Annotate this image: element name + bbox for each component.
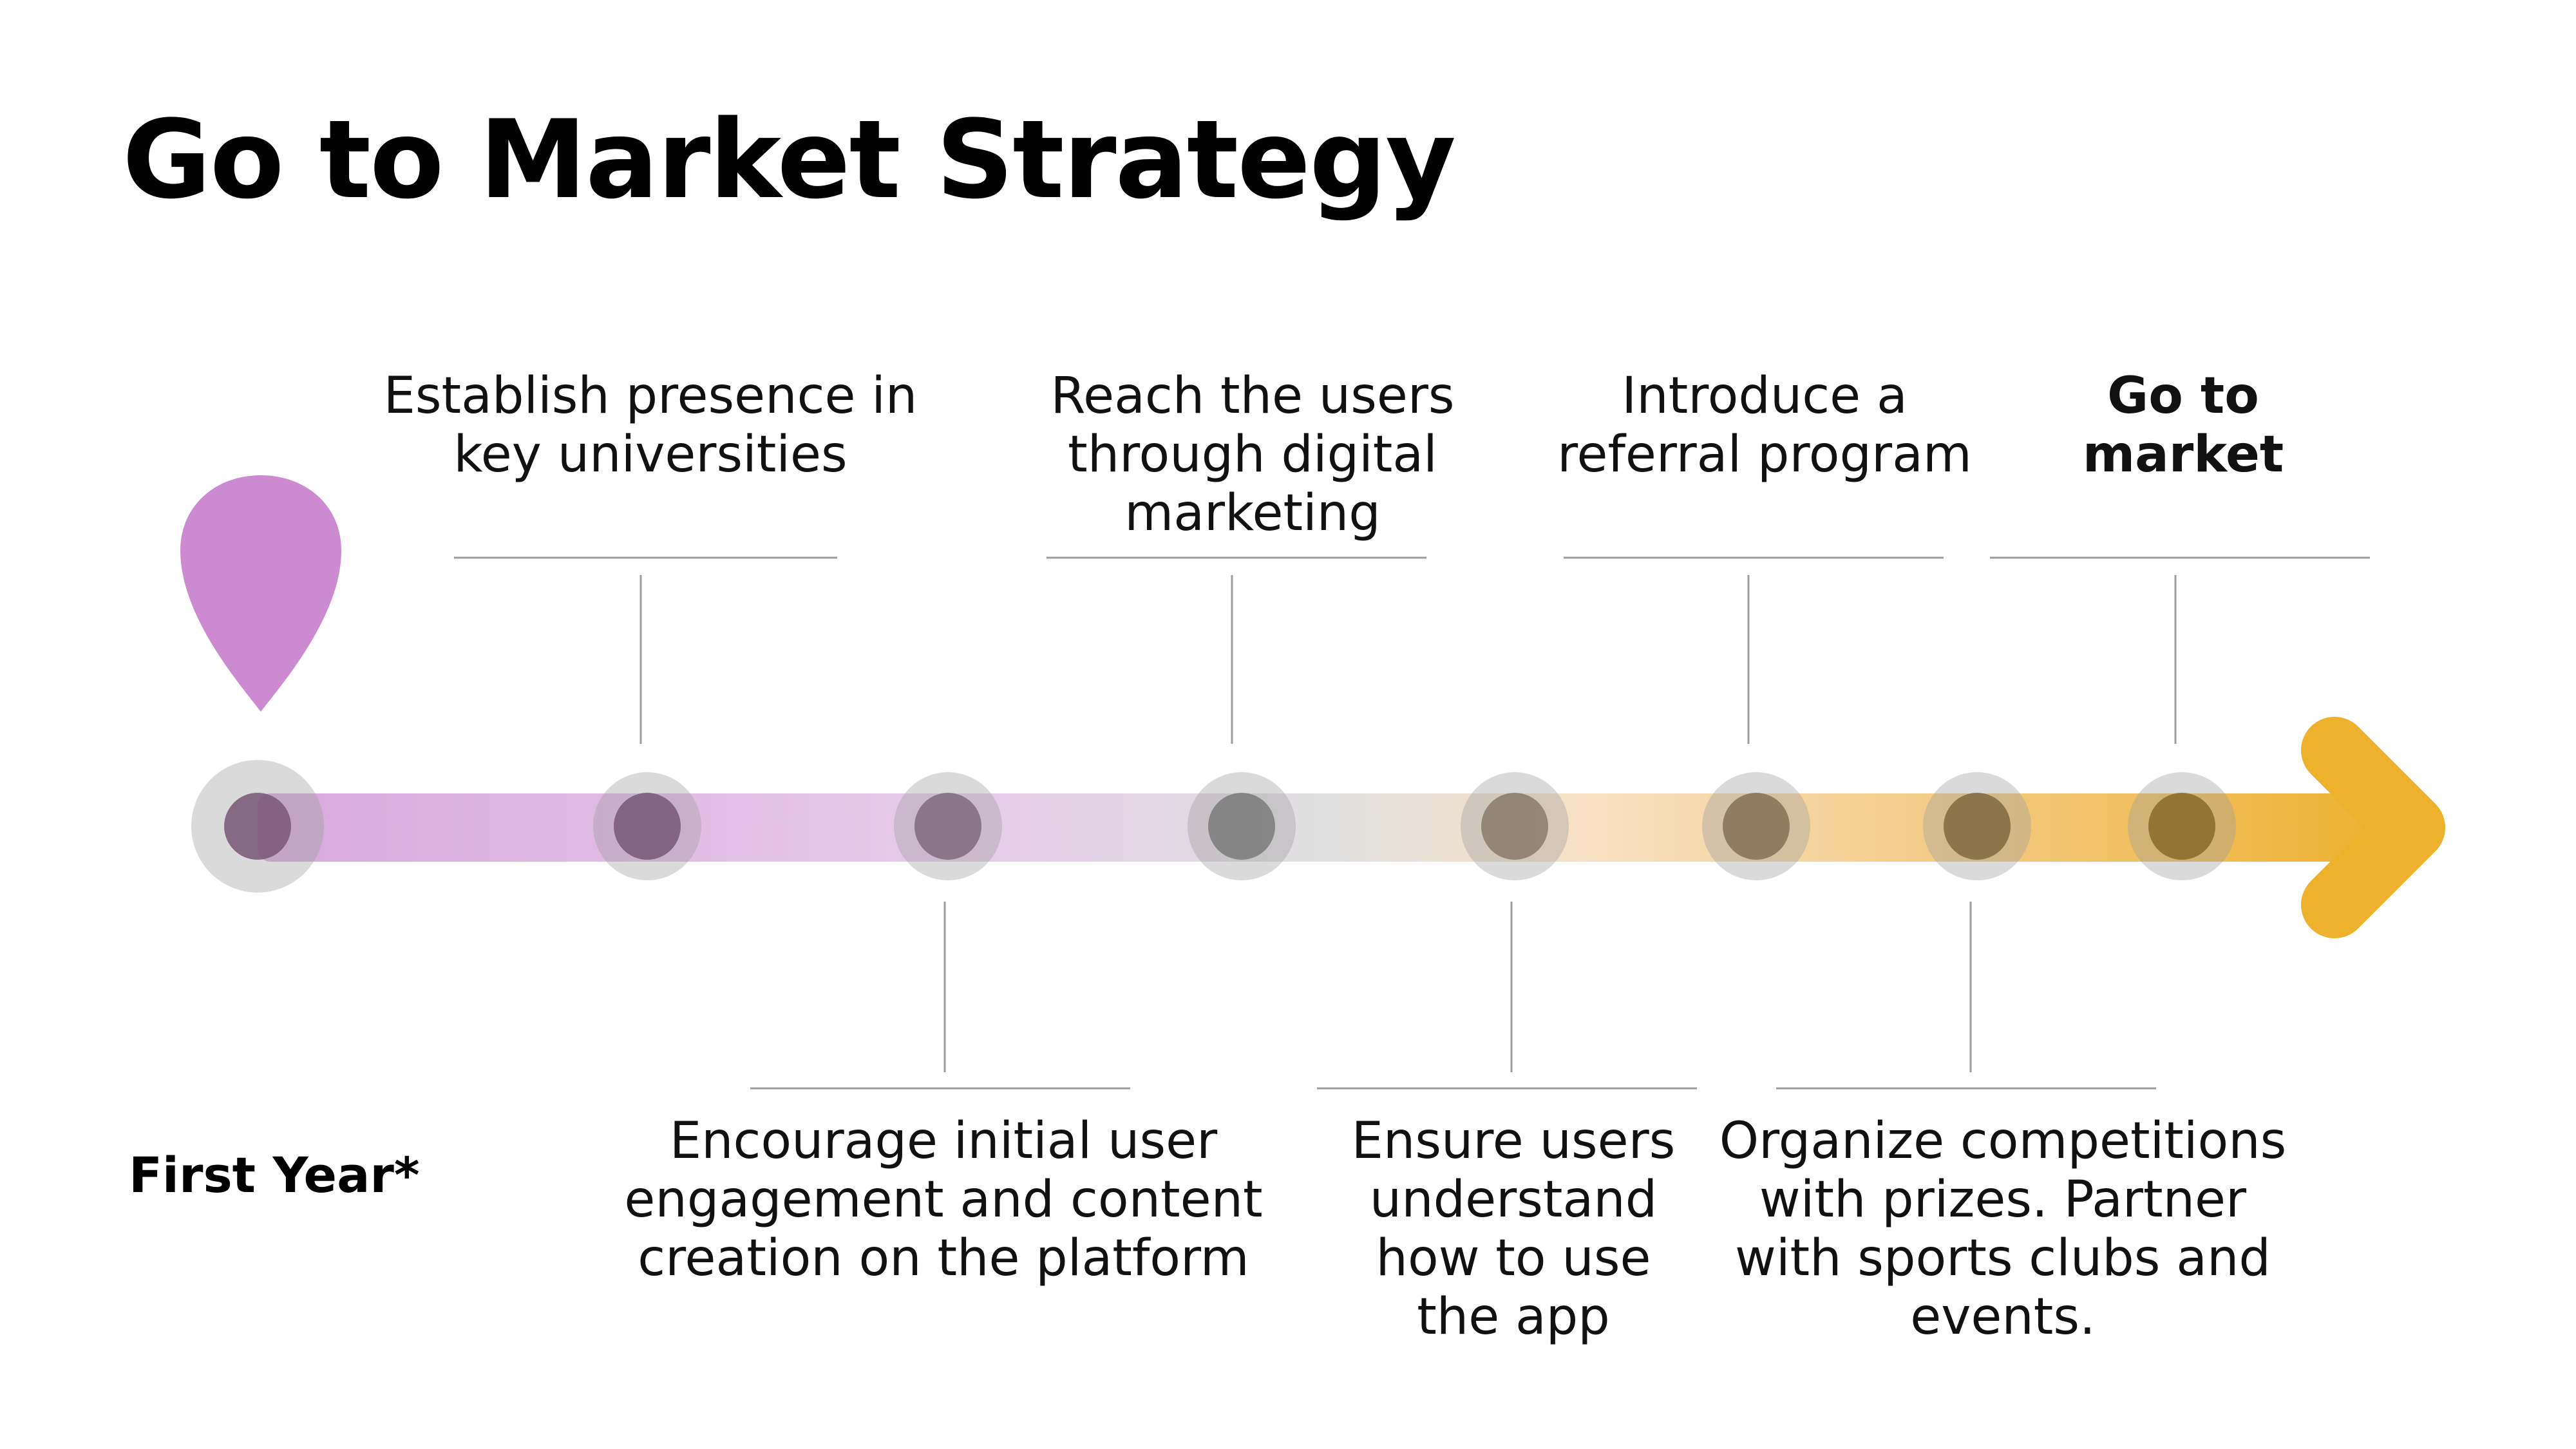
page-title: Go to Market Strategy (122, 97, 1456, 223)
milestone-bottom-1: Encourage initial user engagement and co… (624, 1112, 1263, 1287)
milestone-top-2: Reach the users through digital marketin… (1050, 367, 1455, 542)
timeline-node-1 (593, 772, 701, 880)
timeline-node-7 (2128, 772, 2236, 880)
milestone-top-4: Go to market (2082, 367, 2284, 484)
milestone-top-1: Establish presence in key universities (383, 367, 918, 484)
timeline-node-4 (1461, 772, 1569, 880)
milestone-bottom-2: Ensure users understand how to use the a… (1351, 1112, 1676, 1346)
milestone-bottom-3: Organize competitions with prizes. Partn… (1719, 1112, 2287, 1346)
timeline-arrowhead (2301, 717, 2445, 938)
timeline-node-5 (1702, 772, 1810, 880)
timeline-node-6 (1923, 772, 2031, 880)
timeline-bar (258, 793, 2396, 862)
first-year-label: First Year* (129, 1146, 420, 1204)
timeline-node-3 (1188, 772, 1296, 880)
location-pin-icon (180, 475, 341, 712)
timeline-node-2 (894, 772, 1002, 880)
milestone-top-3: Introduce a referral program (1557, 367, 1972, 484)
timeline-node-start (191, 760, 324, 893)
